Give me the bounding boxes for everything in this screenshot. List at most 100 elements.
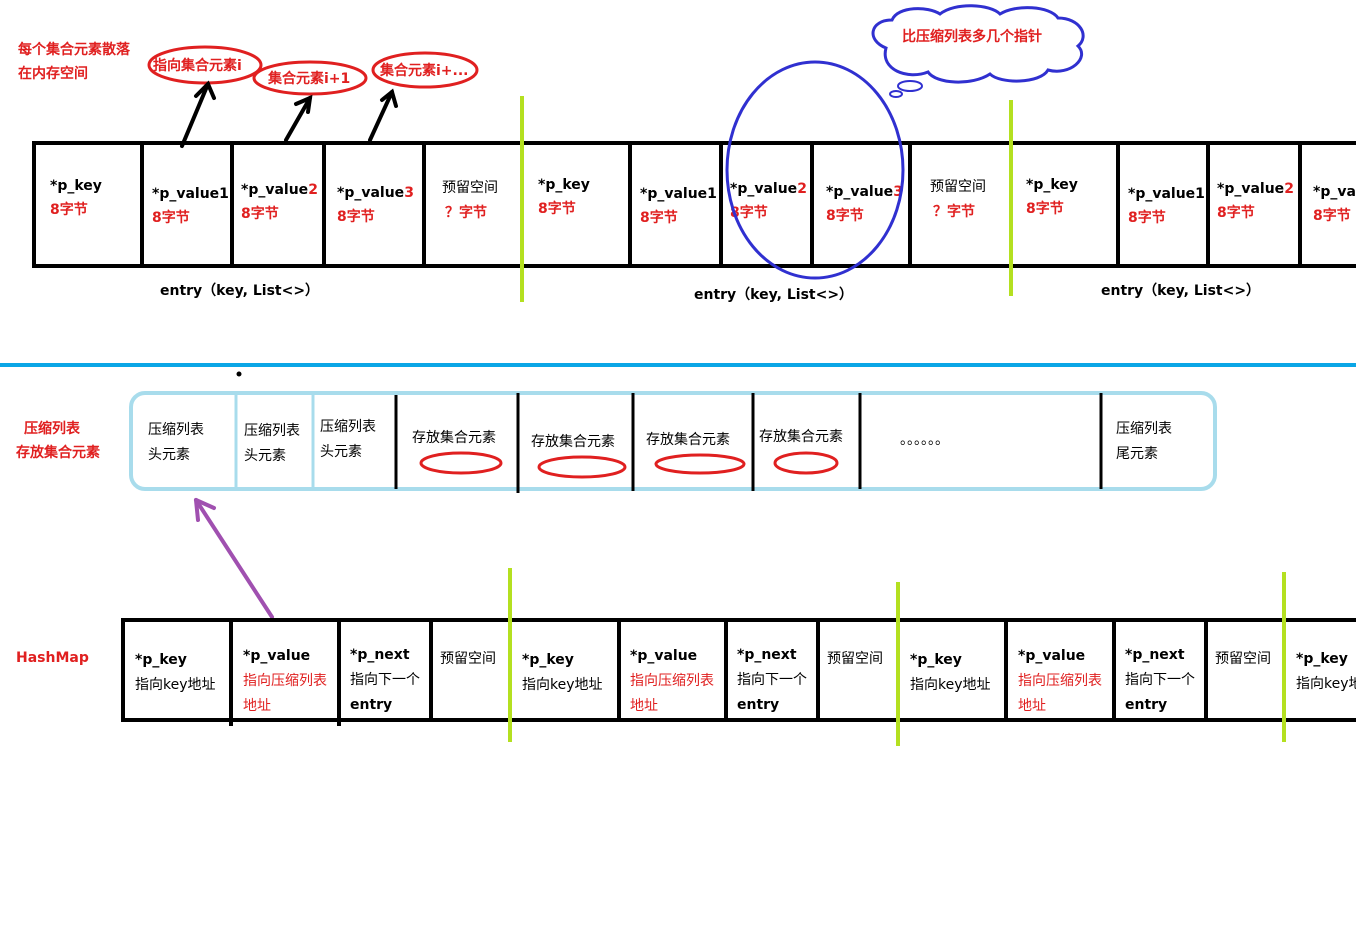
svg-text:8字节: 8字节 [1026,200,1064,217]
top-cell: *p_key 8字节 [538,177,590,217]
scatter-note-line1: 每个集合元素散落 [18,41,131,58]
ziplist-label-line1: 压缩列表 [24,420,81,437]
svg-text:？字节: ？字节 [445,204,487,221]
svg-text:*p_key: *p_key [135,652,187,668]
top-section: 每个集合元素散落 在内存空间 指向集合元素i 集合元素i+1 集合元素i+...… [18,4,1356,303]
svg-text:预留空间: 预留空间 [827,651,883,667]
hashmap-cell: *p_value 指向压缩列表 地址 [630,648,714,714]
svg-text:*p_value2: *p_value2 [241,182,318,198]
ziplist-cell: 压缩列表 头元素 [320,419,376,460]
svg-text:指向集合元素i: 指向集合元素i [153,57,242,74]
hashmap-cell: 预留空间 [1215,651,1271,667]
svg-text:指向下一个: 指向下一个 [737,672,807,688]
svg-text:指向key地: 指向key地 [1296,676,1356,692]
top-cell: *p_value3 8字节 [826,184,903,224]
element-bubble: 集合元素i+... [371,51,479,89]
svg-text:头元素: 头元素 [148,447,190,463]
svg-text:存放集合元素: 存放集合元素 [759,428,843,445]
svg-text:头元素: 头元素 [320,444,362,460]
svg-text:*p_key: *p_key [1296,651,1348,667]
svg-text:地址: 地址 [243,698,271,714]
svg-text:预留空间: 预留空间 [442,180,498,196]
top-cell: *p_value2 8字节 [1217,181,1294,221]
top-cell: 预留空间 ？字节 [930,179,986,220]
ziplist-pointer-arrow [194,498,274,619]
svg-text:8字节: 8字节 [241,205,279,222]
top-cell: *p_value2 8字节 [241,182,318,222]
top-cell: *p_key 8字节 [1026,177,1078,217]
svg-text:*p_value1: *p_value1 [152,186,229,202]
svg-text:指向key地址: 指向key地址 [910,677,991,693]
entry-label: entry（key, List<>） [694,287,853,303]
hashmap-cell: *p_next 指向下一个 entry [737,647,807,713]
cloud-callout: 比压缩列表多几个指针 [871,4,1085,98]
ziplist-cell: 压缩列表 头元素 [244,423,300,464]
hashmap-cell: *p_key 指向key地址 [910,652,991,693]
svg-text:*p_value3: *p_value3 [826,184,903,200]
svg-text:*p_key: *p_key [910,652,962,668]
hashmap-row-box [121,618,1356,722]
entry-label: entry（key, List<>） [160,283,319,299]
svg-text:压缩列表: 压缩列表 [148,422,204,438]
ziplist-cell: 。。。。。。 [900,432,949,448]
svg-text:存放集合元素: 存放集合元素 [531,433,615,450]
highlight-circle [725,60,905,280]
svg-text:8字节: 8字节 [1313,207,1351,224]
hashmap-cell: *p_next 指向下一个 entry [1125,647,1195,713]
svg-text:存放集合元素: 存放集合元素 [646,431,730,448]
svg-text:entry: entry [350,697,392,713]
svg-text:预留空间: 预留空间 [440,651,496,667]
svg-text:*p_next: *p_next [350,647,410,663]
ziplist-cell: 存放集合元素 [646,431,746,475]
ziplist-box [129,391,1217,491]
top-cell: *p_value1 8字节 [152,186,229,226]
top-cell: *p_value1 8字节 [1128,186,1205,226]
ziplist-cell: 压缩列表 尾元素 [1116,421,1172,462]
svg-text:*p_value3: *p_value3 [337,185,414,201]
ziplist-section: 压缩列表 存放集合元素 压缩列表 头元素 压缩列表 头元素 压缩列表 头元素 [16,391,1217,493]
ziplist-cell: 存放集合元素 [412,429,503,475]
svg-text:8字节: 8字节 [826,207,864,224]
ziplist-cell: 存放集合元素 [531,433,627,479]
top-cell: *p_key 8字节 [50,178,102,218]
svg-text:*p_value2: *p_value2 [1217,181,1294,197]
svg-text:*p_next: *p_next [737,647,797,663]
svg-text:预留空间: 预留空间 [1215,651,1271,667]
svg-text:预留空间: 预留空间 [930,179,986,195]
svg-text:集合元素i+1: 集合元素i+1 [267,70,350,87]
svg-text:8字节: 8字节 [730,204,768,221]
top-cell: *p_value1 8字节 [640,186,717,226]
pointer-arrows [180,80,398,148]
svg-text:集合元素i+...: 集合元素i+... [379,62,468,79]
svg-text:*p_va: *p_va [1313,184,1356,200]
svg-text:8字节: 8字节 [1217,204,1255,221]
svg-text:*p_next: *p_next [1125,647,1185,663]
hashmap-cell: *p_key 指向key地址 [135,652,216,693]
svg-text:头元素: 头元素 [244,448,286,464]
svg-text:*p_value: *p_value [243,648,310,664]
svg-text:指向压缩列表: 指向压缩列表 [630,673,714,689]
svg-text:*p_value1: *p_value1 [640,186,717,202]
ziplist-label-line2: 存放集合元素 [16,444,100,461]
svg-text:*p_key: *p_key [522,652,574,668]
svg-text:存放集合元素: 存放集合元素 [412,429,496,446]
hashmap-cell: 预留空间 [827,651,883,667]
svg-text:尾元素: 尾元素 [1116,446,1158,462]
svg-text:8字节: 8字节 [640,209,678,226]
element-bubble: 集合元素i+1 [252,60,368,96]
svg-text:指向key地址: 指向key地址 [522,677,603,693]
top-cell: *p_value3 8字节 [337,185,414,225]
hashmap-cell: *p_key 指向key地 [1296,651,1356,692]
svg-text:entry: entry [737,697,779,713]
svg-text:*p_key: *p_key [1026,177,1078,193]
hashmap-cell: *p_key 指向key地址 [522,652,603,693]
svg-text:*p_key: *p_key [538,177,590,193]
svg-text:压缩列表: 压缩列表 [244,423,300,439]
cloud-text: 比压缩列表多几个指针 [902,28,1042,45]
svg-text:8字节: 8字节 [538,200,576,217]
svg-text:指向压缩列表: 指向压缩列表 [243,673,327,689]
svg-text:。。。。。。: 。。。。。。 [900,432,949,448]
svg-text:指向下一个: 指向下一个 [1125,672,1195,688]
hashmap-cell: *p_value 指向压缩列表 地址 [1018,648,1102,714]
